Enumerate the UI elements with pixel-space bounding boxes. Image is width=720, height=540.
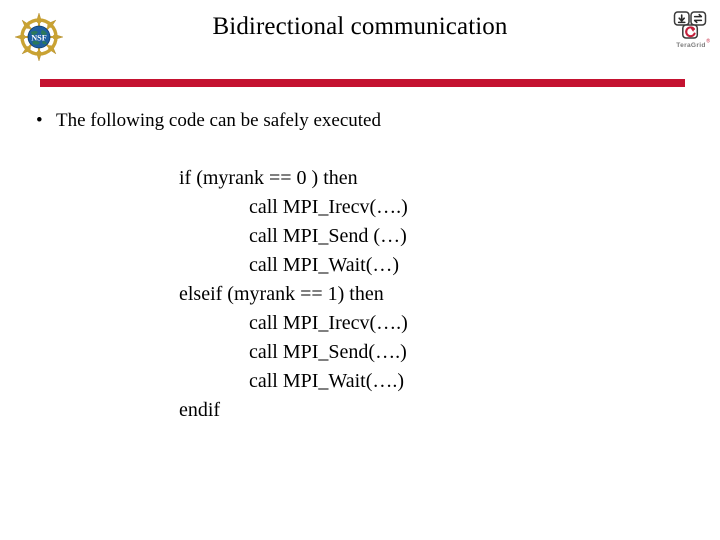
code-line: if (myrank == 0 ) then <box>179 167 358 189</box>
teragrid-tile-swirl <box>682 24 699 39</box>
teragrid-tile-transfer <box>690 11 707 26</box>
code-line: endif <box>179 399 221 421</box>
code-line: call MPI_Send (…) <box>249 225 407 247</box>
page-title: Bidirectional communication <box>212 13 508 40</box>
nsf-wordmark: NSF <box>31 33 46 42</box>
teragrid-logo: TeraGrid ® <box>668 9 714 55</box>
bullet-list-item: • The following code can be safely execu… <box>30 108 670 134</box>
code-line: call MPI_Wait(…) <box>249 254 400 276</box>
code-line: elseif (myrank == 1) then <box>179 283 384 305</box>
code-line: call MPI_Send(….) <box>249 341 407 363</box>
nsf-starburst-ring <box>14 12 64 62</box>
code-listing: if (myrank == 0 ) then call MPI_Irecv(….… <box>179 164 639 425</box>
code-line: call MPI_Irecv(….) <box>249 196 408 218</box>
code-line: call MPI_Wait(….) <box>249 370 405 392</box>
bullet-item-label: The following code can be safely execute… <box>56 110 381 131</box>
teragrid-wordmark: TeraGrid <box>676 42 705 49</box>
teragrid-tile-download <box>673 11 690 26</box>
nsf-logo: NSF <box>14 12 64 62</box>
title-divider-bar <box>40 79 685 87</box>
nsf-logo-graphic: NSF <box>14 12 64 62</box>
teragrid-logo-graphic: TeraGrid ® <box>673 11 710 49</box>
code-line: call MPI_Irecv(….) <box>249 312 408 334</box>
bullet-marker-icon: • <box>36 110 43 131</box>
teragrid-trademark: ® <box>706 38 710 45</box>
nsf-globe-continents <box>31 30 47 45</box>
